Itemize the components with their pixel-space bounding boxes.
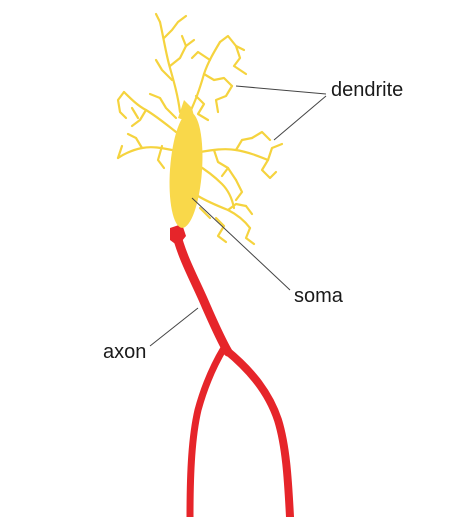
axon <box>170 224 294 517</box>
soma-body <box>169 112 203 228</box>
axon-trunk <box>171 227 233 357</box>
dendrite-leader-lower <box>273 95 327 141</box>
soma-leader <box>191 197 291 291</box>
soma-label: soma <box>294 285 343 307</box>
axon-branch-left <box>186 344 228 517</box>
soma-top-extension <box>178 100 196 124</box>
dendrite-label: dendrite <box>331 79 404 101</box>
dendrites <box>116 12 284 246</box>
axon-branch-right <box>222 346 294 517</box>
soma <box>169 100 203 228</box>
axon-leader <box>149 307 199 347</box>
leader-lines <box>149 85 327 347</box>
dendrite-leader-upper <box>235 85 327 95</box>
axon-label: axon <box>103 341 147 363</box>
axon-hillock <box>170 224 186 246</box>
